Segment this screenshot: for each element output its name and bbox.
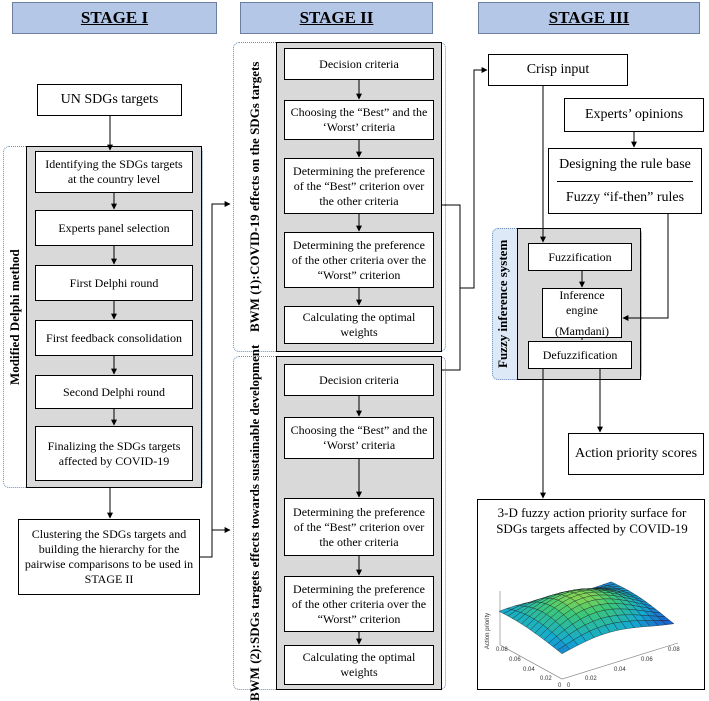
- connector-lines: [0, 0, 709, 695]
